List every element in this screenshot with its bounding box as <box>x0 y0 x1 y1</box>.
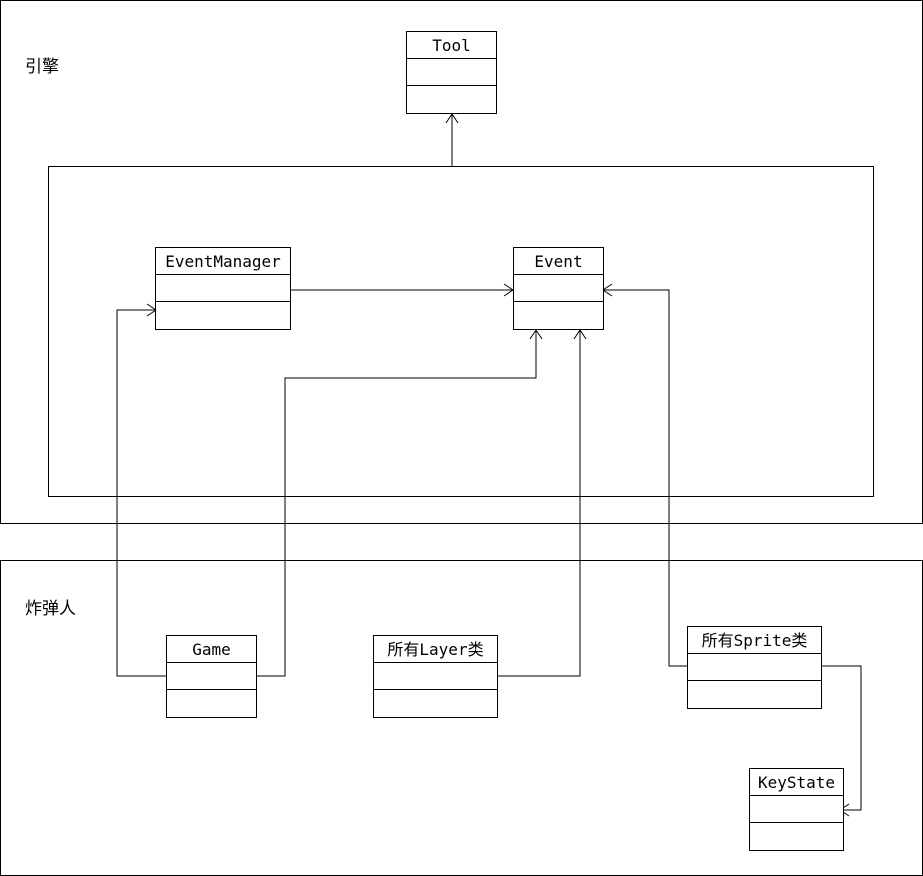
class-layer[interactable]: 所有Layer类 <box>373 635 498 718</box>
relation-game-to-event <box>256 330 537 677</box>
class-sprite-operations <box>688 681 821 706</box>
class-tool-operations <box>407 86 496 111</box>
relation-sprite-to-keystate <box>821 665 862 811</box>
class-event-operations <box>514 302 603 327</box>
engine-inner-container <box>48 166 874 497</box>
class-sprite[interactable]: 所有Sprite类 <box>687 626 822 709</box>
class-sprite-name: 所有Sprite类 <box>688 627 821 654</box>
engine-package-label: 引擎 <box>25 57 59 77</box>
arrowhead-tool <box>445 113 459 124</box>
class-game-operations <box>167 690 256 715</box>
class-tool-attributes <box>407 59 496 86</box>
class-eventmanager-name: EventManager <box>156 248 290 275</box>
class-tool[interactable]: Tool <box>406 31 497 114</box>
class-event-name: Event <box>514 248 603 275</box>
class-sprite-attributes <box>688 654 821 681</box>
class-game[interactable]: Game <box>166 635 257 718</box>
class-keystate-operations <box>750 823 843 848</box>
class-eventmanager[interactable]: EventManager <box>155 247 291 330</box>
relation-layer-to-event <box>497 330 581 677</box>
arrowhead-event-bottom-b <box>573 329 587 340</box>
arrowhead-event-bottom-a <box>529 329 543 340</box>
class-game-name: Game <box>167 636 256 663</box>
class-keystate-name: KeyState <box>750 769 843 796</box>
class-event-attributes <box>514 275 603 302</box>
bomberman-package-label: 炸弹人 <box>25 599 76 619</box>
class-keystate[interactable]: KeyState <box>749 768 844 851</box>
class-eventmanager-attributes <box>156 275 290 302</box>
class-eventmanager-operations <box>156 302 290 327</box>
class-event[interactable]: Event <box>513 247 604 330</box>
relation-sprite-to-event <box>603 289 687 667</box>
class-tool-name: Tool <box>407 32 496 59</box>
class-layer-operations <box>374 690 497 715</box>
class-game-attributes <box>167 663 256 690</box>
class-layer-attributes <box>374 663 497 690</box>
relation-game-to-eventmanager <box>116 309 166 677</box>
class-layer-name: 所有Layer类 <box>374 636 497 663</box>
class-keystate-attributes <box>750 796 843 823</box>
